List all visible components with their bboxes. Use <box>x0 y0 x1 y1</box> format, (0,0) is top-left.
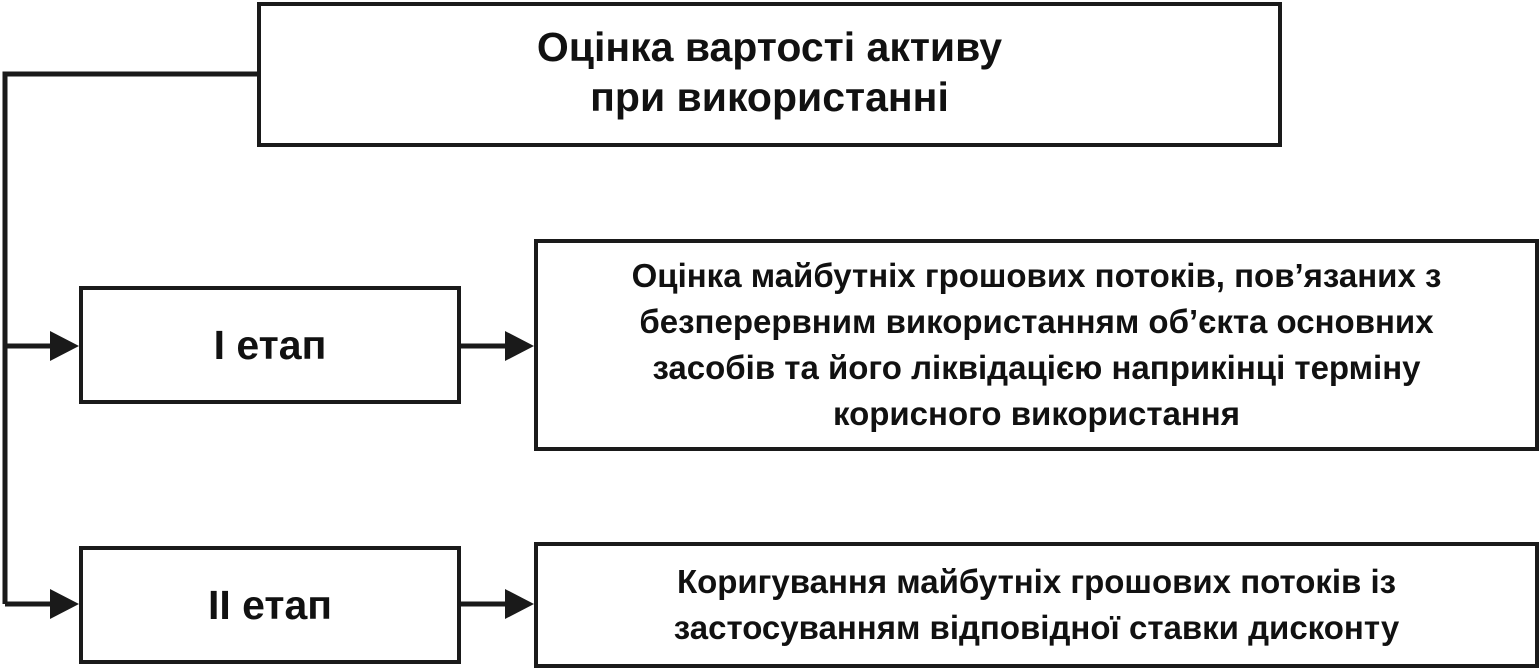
spine-line <box>2 71 257 604</box>
stage1-label: І етап <box>213 321 327 368</box>
title-box: Оцінка вартості активу при використанні <box>257 2 1282 147</box>
stage1-description-box: Оцінка майбутніх грошових потоків, пов’я… <box>534 239 1539 451</box>
desc1-arrowhead <box>505 331 534 361</box>
stage1-description-line: безперервним використанням об’єкта основ… <box>639 303 1434 340</box>
stage1-description-line: Оцінка майбутніх грошових потоків, пов’я… <box>631 257 1442 294</box>
stage2-description-line: Коригування майбутніх грошових потоків і… <box>676 563 1397 600</box>
stage2-arrowhead <box>50 589 79 619</box>
desc2-arrowhead <box>505 589 534 619</box>
title-line: при використанні <box>590 73 949 120</box>
title-line: Оцінка вартості активу <box>536 23 1003 70</box>
stage2-label: ІІ етап <box>207 581 333 628</box>
stage2-box: ІІ етап <box>79 546 461 664</box>
stage1-arrowhead <box>50 331 79 361</box>
stage1-box: І етап <box>79 286 461 404</box>
stage2-description-line: застосуванням відповідної ставки дисконт… <box>673 609 1400 646</box>
stage1-description-line: засобів та його ліквідацією наприкінці т… <box>652 349 1421 386</box>
stage2-description-box: Коригування майбутніх грошових потоків і… <box>534 542 1539 668</box>
stage1-description-line: корисного використання <box>832 395 1240 432</box>
